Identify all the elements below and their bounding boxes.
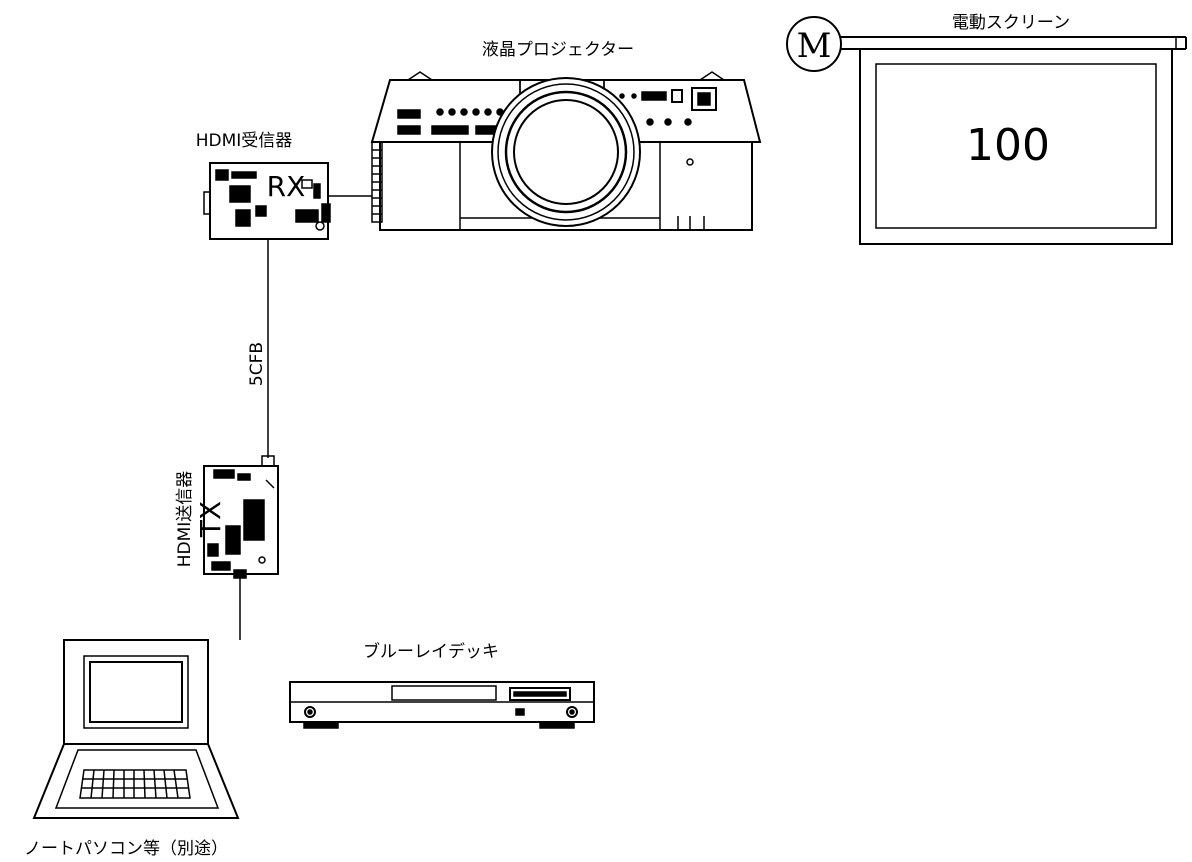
- screen-surface: [875, 63, 1157, 229]
- laptop-computer: [32, 639, 240, 819]
- hdmi-transmitter: TX: [194, 455, 279, 579]
- screen-motor-label: M: [797, 26, 832, 66]
- receiver-title: HDMI受信器: [196, 131, 293, 151]
- electric-screen: M 100: [786, 16, 1187, 245]
- screen-size-label: 100: [966, 120, 1050, 171]
- screen-frame: [859, 48, 1173, 245]
- lcd-projector: [370, 71, 762, 231]
- projector-title: 液晶プロジェクター: [482, 40, 634, 60]
- hdmi-receiver: RX: [203, 162, 331, 240]
- receiver-tag-label: RX: [267, 170, 306, 203]
- bluray-deck: [289, 681, 595, 729]
- laptop-title: ノートパソコン等（別途）: [24, 839, 228, 859]
- screen-motor-icon: [786, 16, 842, 72]
- screen-title: 電動スクリーン: [952, 13, 1070, 33]
- transmitter-title: HDMI送信器: [175, 471, 195, 568]
- transmitter-tag-label: TX: [194, 501, 227, 538]
- cable-label: 5CFB: [247, 342, 267, 386]
- bluray-title: ブルーレイデッキ: [363, 641, 499, 662]
